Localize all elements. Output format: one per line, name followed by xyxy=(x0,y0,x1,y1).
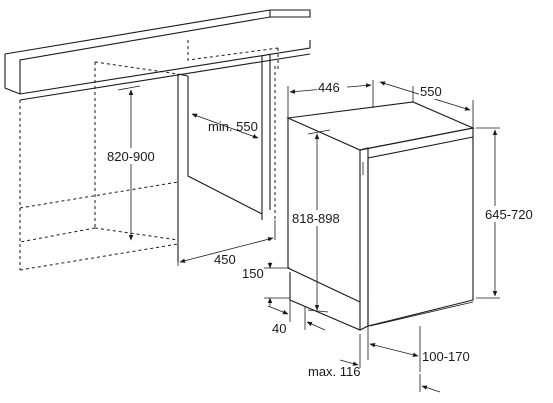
appliance-depth-label-bg xyxy=(419,84,449,99)
opening-width-dimension xyxy=(177,220,276,266)
min-depth-label: min. 550 xyxy=(208,119,258,134)
appliance-height-label-bg xyxy=(290,210,350,226)
overall-height-label-bg xyxy=(484,206,550,222)
plinth-depth-dimension xyxy=(267,300,326,331)
min-depth-dimension xyxy=(191,113,259,139)
max-offset-label: max. 116 xyxy=(308,364,361,379)
max-offset-dimension xyxy=(339,334,441,393)
cabinet-height-label-bg xyxy=(105,148,163,164)
cabinet-opening xyxy=(177,53,271,262)
appliance-depth-label: 550 xyxy=(420,84,442,99)
door-offset-dimension xyxy=(367,326,421,372)
cabinet-height-label: 820-900 xyxy=(107,149,155,164)
appliance-width-label: 446 xyxy=(318,80,340,95)
appliance-height-label: 818-898 xyxy=(292,211,340,226)
plinth-depth-label: 40 xyxy=(272,321,286,336)
dishwasher-body xyxy=(285,101,475,331)
door-offset-label: 100-170 xyxy=(422,349,470,364)
plinth-height-label: 150 xyxy=(242,266,264,281)
overall-height-label: 645-720 xyxy=(485,207,533,222)
cabinet-height-dimension xyxy=(117,85,141,241)
appliance-width-label-bg xyxy=(317,80,347,95)
countertop xyxy=(4,9,311,101)
opening-width-label: 450 xyxy=(214,252,236,267)
plinth-height-dimension xyxy=(264,262,290,306)
cabinet-outline xyxy=(19,40,279,271)
